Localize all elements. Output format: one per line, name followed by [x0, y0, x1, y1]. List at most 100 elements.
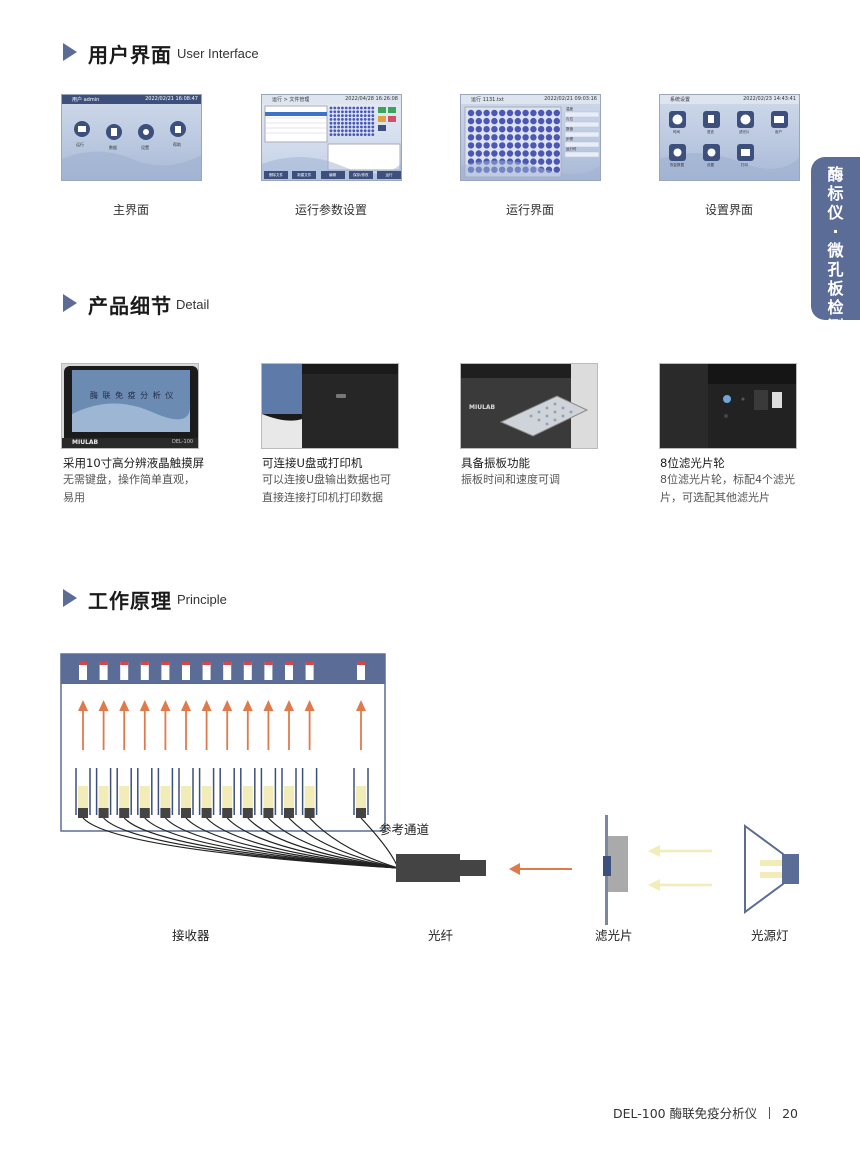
plate-well — [467, 109, 475, 117]
plate-well — [545, 134, 553, 141]
well-dot — [356, 110, 359, 114]
top-slot-mark — [305, 662, 314, 665]
well-dot — [356, 129, 359, 133]
well-dot — [337, 125, 340, 129]
plate-well — [530, 142, 537, 149]
plate-well — [514, 150, 521, 157]
well-dot — [344, 133, 348, 136]
brand-logo: MIULAB — [469, 404, 496, 411]
plate-well — [545, 117, 553, 125]
photo-touchscreen: 酶 联 免 疫 分 析 仪 MIULAB DEL-100 — [61, 363, 199, 449]
plate-well — [538, 150, 545, 157]
plate-well — [538, 158, 545, 165]
sample-liquid — [356, 786, 366, 808]
plate-well — [475, 109, 482, 117]
plate-well — [491, 109, 498, 117]
well-dot — [360, 129, 363, 133]
plate-well — [499, 126, 506, 133]
top-slot — [357, 662, 365, 680]
well-dot — [344, 125, 348, 129]
well-dot — [341, 125, 344, 129]
sample-liquid — [160, 786, 171, 808]
detector — [222, 808, 233, 818]
well-dot — [344, 129, 348, 133]
section-subtitle-ui: User Interface — [177, 46, 259, 61]
well-dot — [341, 121, 344, 125]
plate-well — [467, 142, 475, 149]
plate-well — [522, 109, 529, 117]
section-title-ui: 用户界面 — [88, 43, 172, 67]
plate-well — [522, 134, 529, 141]
arrow-head-icon — [356, 700, 366, 711]
run-btn: 编辑 — [320, 171, 345, 179]
well-dot — [337, 121, 340, 125]
label-lamp: 光源灯 — [751, 928, 789, 943]
well-dot — [337, 110, 340, 114]
principle-diagram — [60, 653, 799, 925]
plate-well — [522, 126, 529, 133]
run-btn: 新建文件 — [292, 171, 317, 179]
well-dot — [337, 118, 340, 121]
run-btn: 删除文件 — [264, 171, 288, 179]
model-label: DEL-100 — [172, 439, 194, 445]
plate-well — [475, 142, 482, 149]
plate-well — [491, 134, 498, 141]
sample-liquid — [139, 786, 150, 808]
top-slot — [264, 662, 273, 680]
side-tab-text: 酶标仪·微孔板检测 — [811, 165, 860, 336]
plate-well — [499, 109, 506, 117]
well-dot — [363, 121, 367, 125]
detail-desc: 振板时间和速度可调 — [461, 473, 560, 486]
arrow-head-icon — [284, 700, 294, 711]
section-subtitle-principle: Principle — [177, 592, 227, 607]
well-dot — [371, 125, 375, 129]
well-dot — [360, 125, 363, 129]
well-dot — [371, 106, 375, 110]
sample-liquid — [181, 786, 191, 808]
top-slot-mark — [161, 662, 170, 665]
plate-well — [530, 150, 537, 157]
well-dot — [337, 114, 340, 117]
well-dot — [367, 133, 371, 136]
detector — [356, 808, 366, 818]
plate-well — [499, 117, 506, 125]
footer-page-number: 20 — [782, 1106, 798, 1121]
well-dot — [363, 133, 367, 136]
plate-well — [545, 126, 553, 133]
well-dot — [360, 133, 363, 136]
well-dot — [352, 121, 356, 125]
side-tab-char: 微 — [827, 241, 844, 260]
optical-fiber — [226, 817, 399, 869]
top-slot-mark — [357, 662, 365, 665]
side-tab-char: 酶 — [827, 165, 844, 184]
well-dot — [348, 110, 352, 114]
top-slot-mark — [79, 662, 87, 665]
photo-shaking-tray: MIULAB — [460, 363, 598, 449]
side-tab-char: · — [832, 222, 839, 241]
detector — [139, 808, 150, 818]
well-dot — [367, 110, 371, 114]
sample-liquid — [242, 786, 253, 808]
label-receiver: 接收器 — [172, 928, 210, 943]
well-dot — [367, 125, 371, 129]
detector — [263, 808, 274, 818]
detail-desc: 8位滤光片轮，标配4个滤光片，可选配其他滤光片 — [660, 473, 795, 504]
sample-liquid — [263, 786, 274, 808]
section-arrow-icon — [63, 294, 77, 312]
plate-well — [483, 117, 490, 125]
well-dot — [341, 106, 344, 110]
well-dot — [360, 110, 363, 114]
plate-well — [530, 126, 537, 133]
fiber-connector — [396, 854, 460, 882]
top-slot-mark — [223, 662, 232, 665]
well-dot — [333, 118, 337, 121]
well-dot — [341, 133, 344, 136]
plate-well — [553, 166, 560, 173]
well-dot — [367, 114, 371, 117]
well-dot — [333, 114, 337, 117]
well-dot — [352, 133, 356, 136]
section-subtitle-detail: Detail — [176, 297, 210, 312]
well-dot — [344, 110, 348, 114]
well-dot — [329, 106, 333, 110]
